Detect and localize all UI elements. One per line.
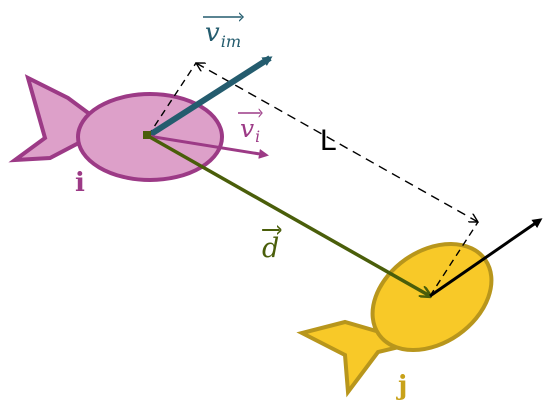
label-d: d xyxy=(262,225,282,262)
fish-i xyxy=(8,74,224,182)
dashed-distance-L xyxy=(196,63,478,222)
fish-i-origin-point xyxy=(143,131,151,139)
dashed-projection-i xyxy=(147,62,197,137)
label-v-i: vi xyxy=(238,108,263,145)
fish-j-tail xyxy=(296,319,398,398)
dashed-projection-j xyxy=(429,221,479,297)
fish-j xyxy=(296,241,494,398)
label-fish-i: i xyxy=(75,168,85,198)
vector-v-im-arrow xyxy=(146,55,273,139)
label-fish-j: j xyxy=(398,371,408,401)
label-L: L xyxy=(320,124,337,157)
vector-v-i-arrow xyxy=(147,134,269,159)
vector-v-j-arrow xyxy=(429,218,543,298)
vector-d-arrow xyxy=(147,134,430,296)
label-v-im: vim xyxy=(203,12,245,49)
